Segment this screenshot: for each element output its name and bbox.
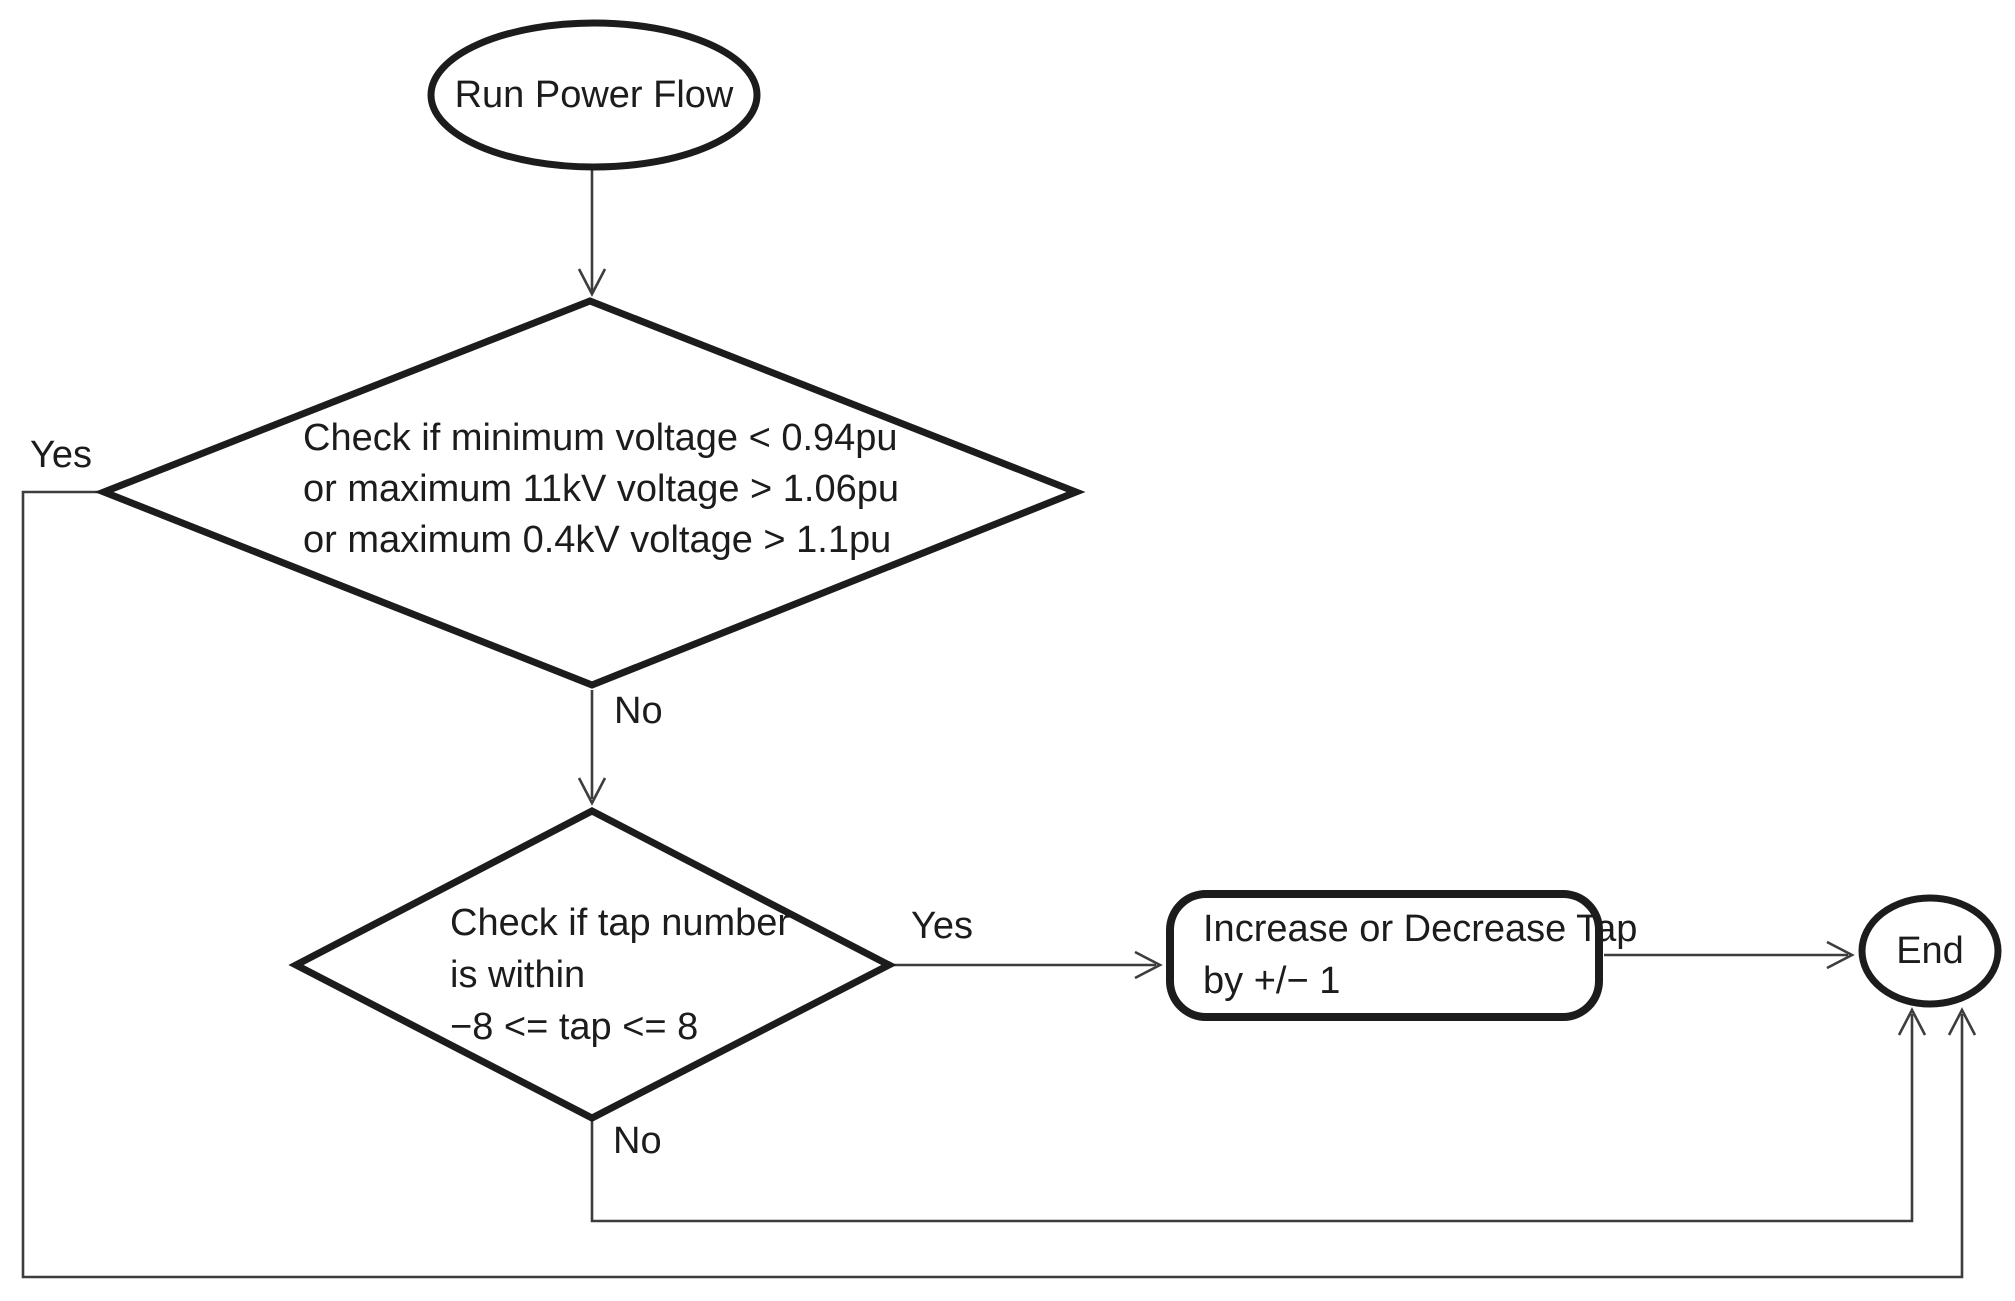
voltage-check-line-2: or maximum 11kV voltage > 1.06pu — [303, 468, 899, 510]
arrowhead-down-icon — [577, 268, 607, 297]
tap-check-line-3: −8 <= tap <= 8 — [450, 1006, 699, 1048]
arrowhead-up-icon — [1947, 1007, 1977, 1036]
process-line-2: by +/− 1 — [1203, 960, 1341, 1002]
edge-tap-no-to-end — [590, 1014, 1914, 1223]
voltage-check-line-3: or maximum 0.4kV voltage > 1.1pu — [303, 519, 892, 561]
start-terminator-shape — [427, 19, 761, 171]
process-node-text: Increase or Decrease Tap by +/− 1 — [1203, 903, 1637, 1007]
tap-check-line-1: Check if tap number — [450, 902, 791, 944]
edge-label-tap-yes: Yes — [911, 905, 973, 947]
start-node-label: Run Power Flow — [454, 74, 734, 116]
voltage-check-diamond-shape — [94, 297, 1086, 689]
arrowhead-right-icon — [1826, 940, 1855, 970]
tap-check-diamond-shape — [288, 807, 897, 1122]
edge-label-voltage-yes: Yes — [30, 434, 92, 476]
voltage-check-line-1: Check if minimum voltage < 0.94pu — [303, 417, 898, 459]
tap-check-text: Check if tap number is within −8 <= tap … — [450, 897, 790, 1053]
tap-check-line-2: is within — [450, 954, 586, 996]
end-node-label: End — [1896, 930, 1964, 972]
edge-voltage-yes-to-end — [21, 490, 1964, 1279]
edge-label-tap-no: No — [613, 1120, 662, 1162]
arrowhead-down-icon — [577, 777, 607, 806]
process-line-1: Increase or Decrease Tap — [1203, 908, 1638, 950]
edge-label-voltage-no: No — [614, 690, 663, 732]
arrowhead-right-icon — [1134, 950, 1163, 980]
end-terminator-shape — [1858, 894, 2002, 1008]
arrowhead-up-icon — [1897, 1007, 1927, 1036]
voltage-check-text: Check if minimum voltage < 0.94pu or max… — [303, 413, 899, 566]
process-rounded-rect-shape — [1166, 890, 1603, 1021]
